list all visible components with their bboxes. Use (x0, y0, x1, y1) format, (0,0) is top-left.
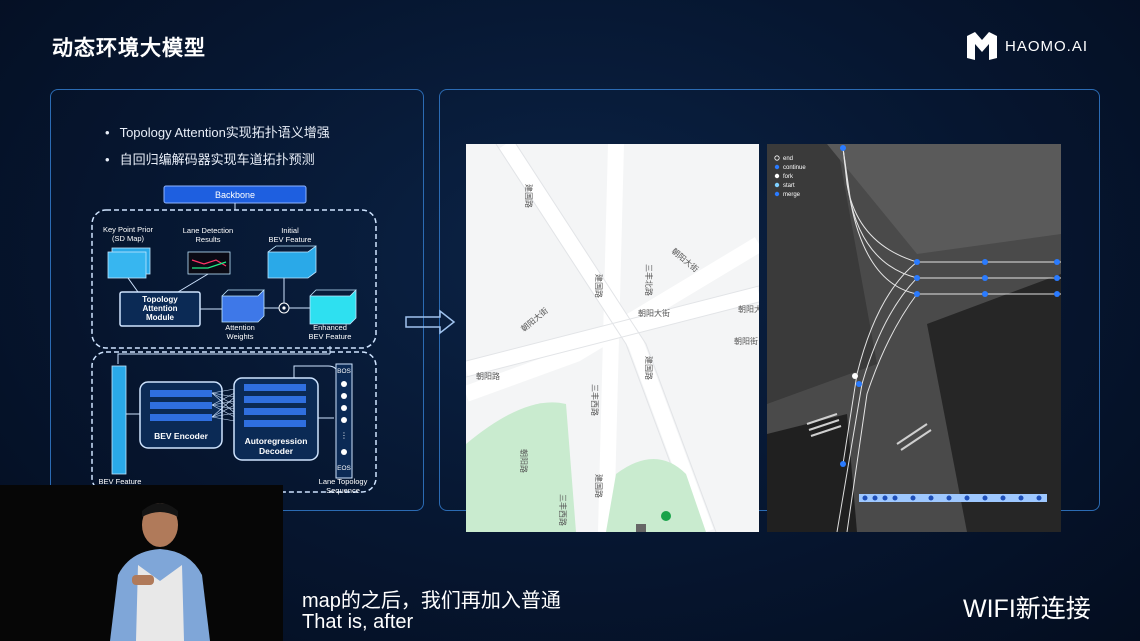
satellite-drawing: end continue fork start merge (767, 144, 1061, 532)
map-label-jianguo-s: 建国路 (594, 474, 604, 498)
satellite-view: end continue fork start merge (767, 144, 1061, 532)
autoregression-label: Autoregression (245, 436, 308, 446)
svg-text:⋮: ⋮ (340, 431, 348, 440)
sd-map-label: (SD Map) (112, 234, 145, 243)
map-label-chaoyang-right: 朝阳大街 (738, 304, 759, 314)
map-label-jianguo: 建国路 (524, 184, 534, 208)
lane-detection-label: Lane Detection (183, 226, 233, 235)
map-label-chaoyang-main: 朝阳大街 (638, 308, 670, 318)
legend-merge: merge (783, 192, 801, 198)
haomo-logo: HAOMO.AI (965, 30, 1105, 62)
bev-feature-bottom-label: BEV Feature (99, 477, 142, 486)
map-label-sanfeng-sw: 三丰西路 (558, 494, 568, 526)
street-map-drawing: 朝阳大街 朝阳大街 朝阳路 朝阳大街 三丰北路 三丰西路 三丰西路 建国路 建国… (466, 144, 759, 532)
legend-continue: continue (783, 165, 806, 171)
eos-label: EOS (337, 465, 351, 472)
slide-title: 动态环境大模型 (52, 37, 206, 60)
initial-label: Initial (281, 226, 299, 235)
map-label-jianguo-n2: 建国路 (644, 356, 654, 380)
topology-label: Topology (142, 295, 178, 304)
bullet-item-2: 自回归编解码器实现车道拓扑预测 (105, 146, 330, 173)
subtitle-line-2: That is, after (302, 611, 414, 633)
bos-label: BOS (337, 368, 351, 375)
wifi-overlay-text: WIFI新连接 (963, 595, 1091, 623)
haomo-logo-icon (967, 32, 997, 60)
right-arrow-icon (405, 309, 456, 335)
map-label-jianguo-n: 建国路 (594, 274, 604, 298)
key-point-prior-label: Key Point Prior (103, 225, 154, 234)
bullet-list: Topology Attention实现拓扑语义增强 自回归编解码器实现车道拓扑… (105, 119, 330, 173)
architecture-diagram: Backbone Key Point Prior (SD Map) Lane D… (91, 185, 377, 495)
map-label-chaoyang-road: 朝阳路 (476, 371, 500, 381)
logo-text: HAOMO.AI (1005, 37, 1089, 55)
enhanced-label: Enhanced (313, 323, 347, 332)
module-label: Module (146, 313, 175, 322)
legend-fork: fork (783, 174, 794, 180)
street-map: 朝阳大街 朝阳大街 朝阳路 朝阳大街 三丰北路 三丰西路 三丰西路 建国路 建国… (466, 144, 759, 532)
attention-weights-label-1: Attention (225, 323, 255, 332)
map-label-chaoyang-road-2: 朝阳路 (519, 449, 529, 473)
enhanced-bev-label: BEV Feature (309, 332, 352, 341)
legend-start: start (783, 183, 795, 189)
legend-end: end (783, 156, 793, 162)
lane-topology-label-2: Sequence (326, 486, 360, 495)
attention-label: Attention (142, 304, 177, 313)
bullet-item-1: Topology Attention实现拓扑语义增强 (105, 119, 330, 146)
speaker-video (0, 485, 283, 641)
initial-bev-label: BEV Feature (269, 235, 312, 244)
speaker-figure (0, 485, 283, 641)
backbone-label: Backbone (215, 190, 255, 200)
attention-weights-label-2: Weights (227, 332, 254, 341)
map-label-sanfeng-north: 三丰北路 (644, 264, 654, 296)
results-label: Results (195, 235, 220, 244)
map-label-sanfeng-west: 三丰西路 (590, 384, 600, 416)
decoder-label: Decoder (259, 446, 294, 456)
bev-encoder-label: BEV Encoder (154, 431, 209, 441)
map-label-chaoyang-e: 朝阳街 (734, 336, 758, 346)
bev-feature-bar (111, 365, 127, 475)
subtitle-line-1: map的之后，我们再加入普通 (302, 590, 561, 612)
lane-topology-label-1: Lane Topology (319, 477, 368, 486)
